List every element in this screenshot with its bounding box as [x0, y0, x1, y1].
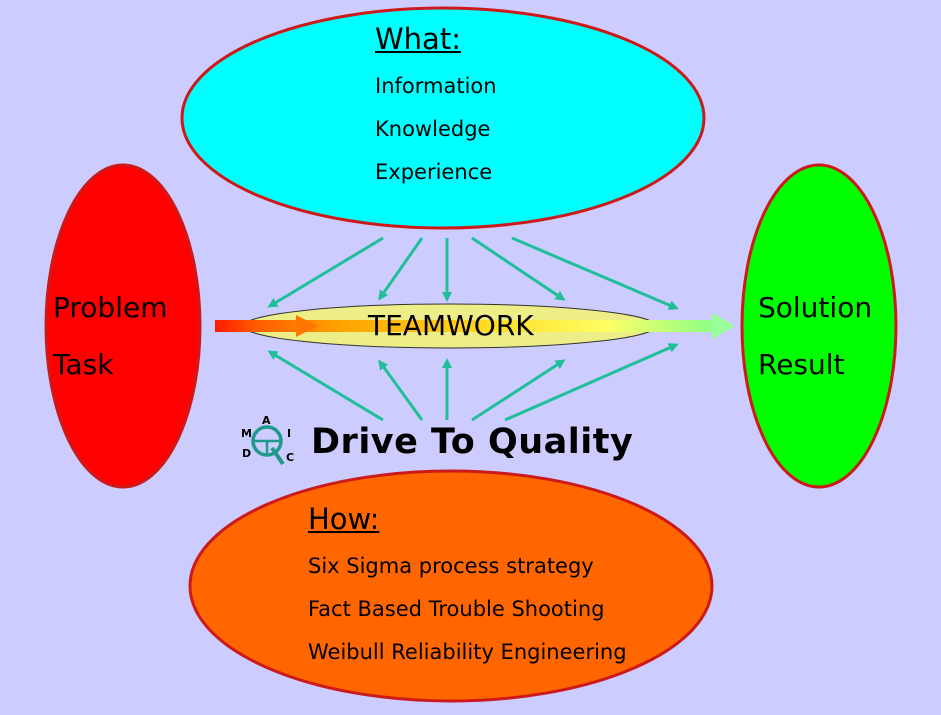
- flow-arrow-shaft: [215, 320, 718, 332]
- how-item-weibull: Weibull Reliability Engineering: [308, 640, 627, 664]
- solution-label: Solution: [758, 291, 873, 324]
- result-label: Result: [758, 348, 845, 381]
- what-heading: What:: [375, 22, 461, 56]
- flow-arrow-head: [712, 313, 735, 339]
- flow-arrow-mid-head: [296, 315, 318, 337]
- steering-wheel-logo-icon: [251, 425, 285, 466]
- what-item-knowledge: Knowledge: [375, 117, 491, 141]
- logo-letter-d: D: [242, 447, 252, 460]
- brand-name: Drive To Quality: [311, 422, 634, 462]
- logo-letter-c: C: [286, 451, 295, 464]
- what-item-experience: Experience: [375, 160, 493, 184]
- what-item-information: Information: [375, 74, 497, 98]
- logo-letter-a: A: [262, 414, 271, 427]
- logo-letter-i: I: [287, 427, 292, 440]
- problem-label: Problem: [53, 291, 168, 324]
- problem-ellipse: [44, 163, 202, 489]
- how-item-six-sigma: Six Sigma process strategy: [308, 554, 594, 578]
- what-arrows: [267, 236, 679, 310]
- logo-letter-m: M: [241, 427, 252, 440]
- teamwork-label: TEAMWORK: [368, 309, 534, 342]
- how-ellipse: [188, 469, 714, 703]
- solution-ellipse: [740, 163, 898, 489]
- how-item-trouble-shooting: Fact Based Trouble Shooting: [308, 597, 605, 621]
- task-label: Task: [53, 348, 114, 381]
- how-arrows: [267, 343, 679, 422]
- how-heading: How:: [308, 502, 380, 536]
- what-ellipse: [180, 6, 706, 230]
